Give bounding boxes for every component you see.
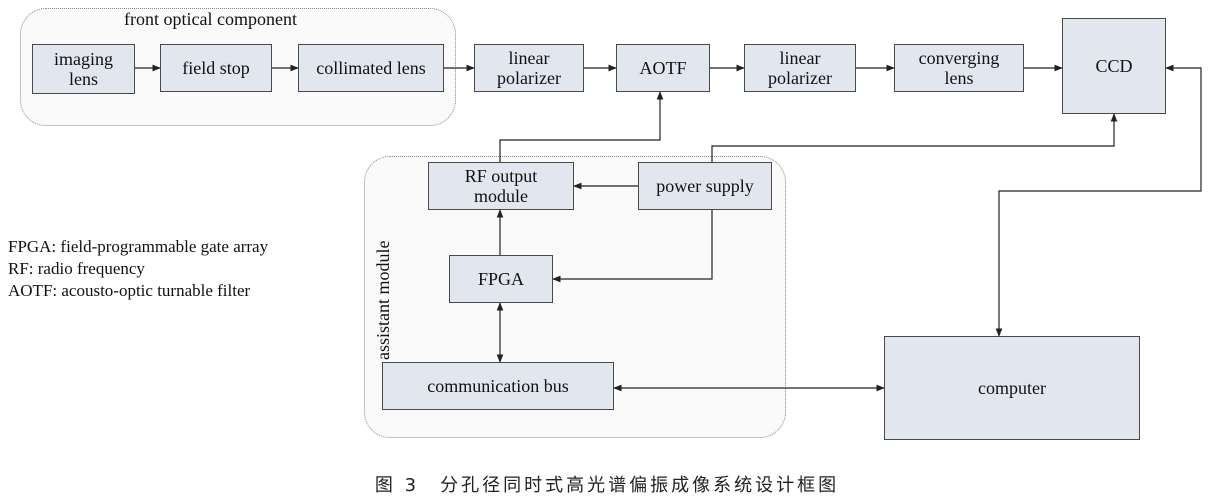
rf-output-module-label: RF output module: [464, 166, 538, 206]
imaging-lens-block: imaging lens: [32, 44, 135, 94]
linear-polarizer-1-block: linear polarizer: [474, 44, 584, 92]
linear-polarizer-2-block: linear polarizer: [744, 44, 856, 92]
linear-polarizer-2-label: linear polarizer: [768, 48, 832, 88]
imaging-lens-label: imaging lens: [54, 49, 113, 89]
arrow-rf-to-aotf: [499, 91, 664, 162]
arrow-ccd-computer: [995, 64, 1202, 337]
front-optical-component-label: front optical component: [124, 9, 297, 29]
communication-bus-label: communication bus: [427, 376, 569, 396]
legend-item: RF: radio frequency: [8, 259, 145, 278]
abbreviation-legend: FPGA: field-programmable gate array RF: …: [8, 236, 268, 302]
collimated-lens-block: collimated lens: [298, 44, 444, 92]
arrow-power-to-fpga: [552, 210, 713, 283]
aotf-block: AOTF: [616, 44, 710, 92]
aotf-label: AOTF: [639, 58, 687, 78]
computer-label: computer: [978, 378, 1046, 398]
figure-caption: 图 3 分孔径同时式高光谱偏振成像系统设计框图: [374, 475, 840, 496]
communication-bus-block: communication bus: [382, 362, 614, 410]
rf-output-module-block: RF output module: [428, 162, 574, 210]
field-stop-block: field stop: [160, 44, 272, 92]
fpga-block: FPGA: [449, 255, 553, 303]
linear-polarizer-1-label: linear polarizer: [497, 48, 561, 88]
collimated-lens-label: collimated lens: [316, 58, 426, 78]
arrow-power-to-ccd: [711, 113, 1118, 162]
power-supply-label: power supply: [656, 176, 754, 196]
field-stop-label: field stop: [182, 58, 250, 78]
legend-item: FPGA: field-programmable gate array: [8, 237, 269, 256]
converging-lens-label: converging lens: [918, 48, 1000, 88]
fpga-label: FPGA: [477, 269, 525, 289]
legend-item: AOTF: acousto-optic turnable filter: [8, 281, 251, 300]
power-supply-block: power supply: [638, 162, 772, 210]
